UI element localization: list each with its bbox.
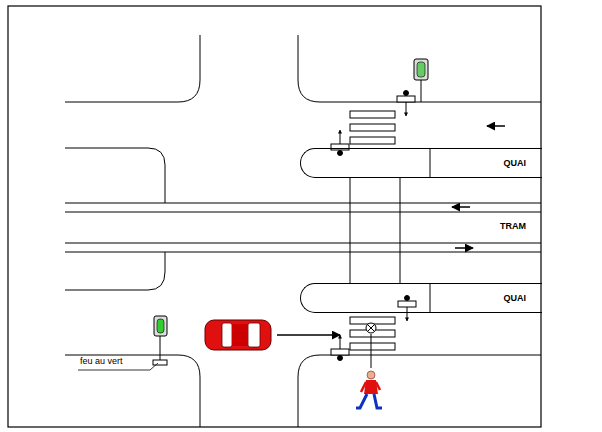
track-label: TRAM — [498, 221, 528, 231]
call-button — [366, 323, 376, 368]
traffic-light-top — [414, 59, 428, 102]
callout-text: feu au vert — [78, 356, 125, 366]
platform-island: QUAI — [300, 148, 542, 178]
platform-label: QUAI — [504, 158, 527, 168]
road-curbs — [65, 35, 541, 427]
traffic-light-green — [153, 316, 167, 365]
pedestrian — [356, 371, 382, 408]
direction-arrows — [277, 126, 505, 335]
red-car — [205, 320, 271, 350]
platform-island: QUAI — [300, 283, 542, 313]
platform-label: QUAI — [504, 293, 527, 303]
frame — [8, 6, 541, 427]
pedestrian-signals — [331, 91, 416, 361]
zebra-crossing — [350, 111, 395, 350]
